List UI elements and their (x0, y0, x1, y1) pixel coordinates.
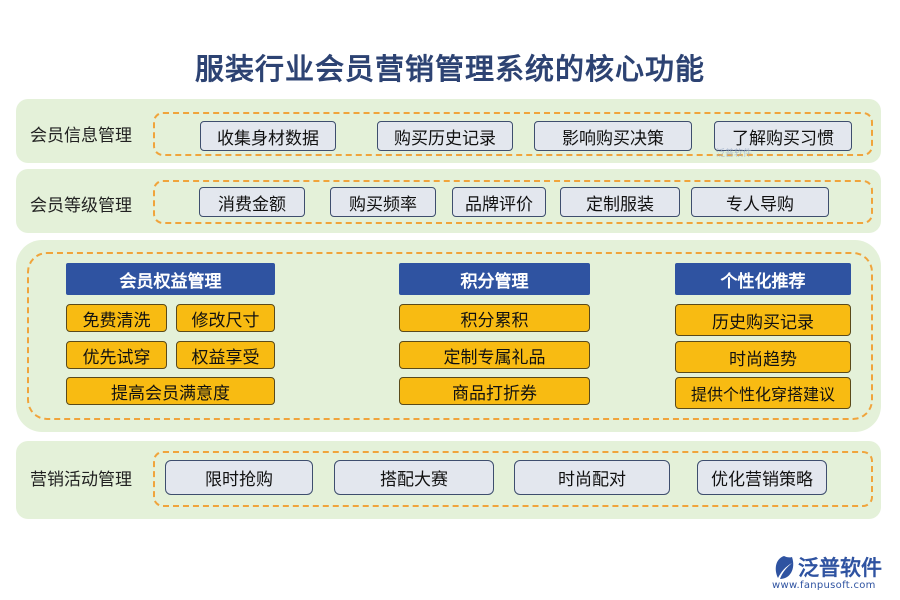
item-purchase-frequency: 购买频率 (330, 187, 436, 217)
dash-member-info (153, 112, 873, 156)
logo-name: 泛普软件 (798, 556, 882, 580)
head-points: 积分管理 (399, 263, 590, 295)
leaf-logo-icon (775, 556, 794, 579)
dash-member-level (153, 180, 873, 224)
item-influence-decision: 影响购买决策 (534, 121, 692, 151)
item-collect-body-data: 收集身材数据 (200, 121, 336, 151)
item-points-accumulate: 积分累积 (399, 304, 590, 332)
item-personal-guide: 专人导购 (691, 187, 829, 217)
item-outfit-suggestion: 提供个性化穿搭建议 (675, 377, 851, 409)
item-discount-coupon: 商品打折券 (399, 377, 590, 405)
label-marketing: 营销活动管理 (30, 470, 132, 490)
item-fashion-pairing: 时尚配对 (514, 460, 670, 495)
label-member-info: 会员信息管理 (30, 126, 132, 146)
item-free-cleaning: 免费清洗 (66, 304, 167, 332)
item-purchase-habits: 了解购买习惯 (714, 121, 852, 151)
item-custom-clothing: 定制服装 (560, 187, 680, 217)
item-matching-contest: 搭配大赛 (334, 460, 494, 495)
label-member-level: 会员等级管理 (30, 196, 132, 216)
item-custom-gift: 定制专属礼品 (399, 341, 590, 369)
item-history-record: 历史购买记录 (675, 304, 851, 336)
dash-marketing (153, 451, 873, 507)
item-improve-satisfaction: 提高会员满意度 (66, 377, 275, 405)
item-flash-sale: 限时抢购 (165, 460, 313, 495)
item-priority-fitting: 优先试穿 (66, 341, 167, 369)
page-title: 服装行业会员营销管理系统的核心功能 (194, 52, 705, 86)
brand-logo: 泛普软件 www.fanpusoft.com (770, 552, 890, 592)
item-enjoy-rights: 权益享受 (176, 341, 275, 369)
item-optimize-strategy: 优化营销策略 (697, 460, 827, 495)
item-alter-size: 修改尺寸 (176, 304, 275, 332)
item-brand-review: 品牌评价 (452, 187, 546, 217)
item-fashion-trend: 时尚趋势 (675, 341, 851, 373)
head-member-rights: 会员权益管理 (66, 263, 275, 295)
logo-url: www.fanpusoft.com (772, 580, 876, 591)
item-purchase-history: 购买历史记录 (377, 121, 513, 151)
head-personalized: 个性化推荐 (675, 263, 851, 295)
item-spend-amount: 消费金额 (199, 187, 305, 217)
dash-middle (27, 252, 873, 420)
watermark-small: 泛普软件 (716, 149, 753, 159)
